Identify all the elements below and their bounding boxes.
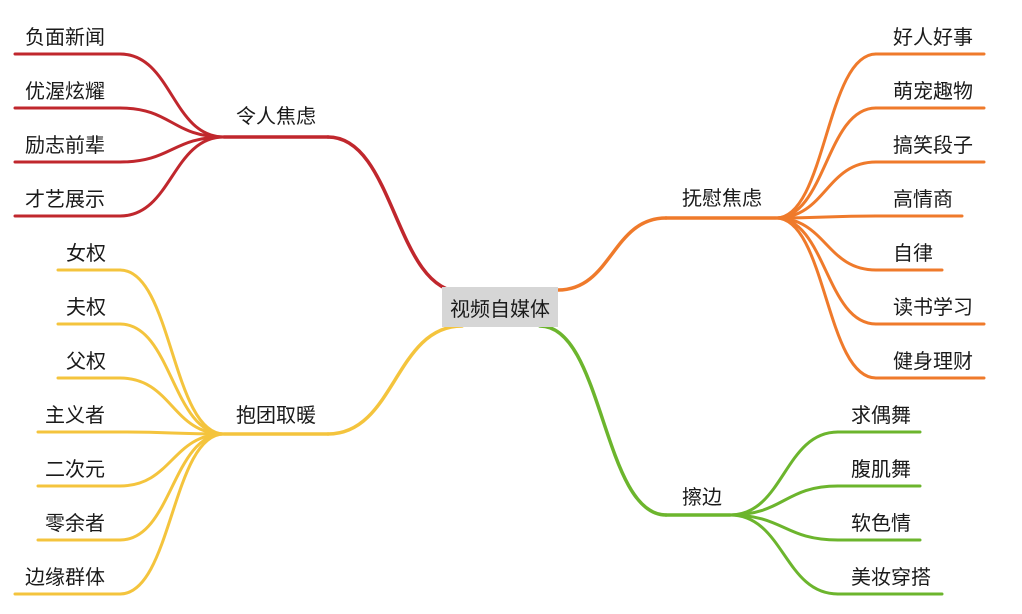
branch-edge-label[interactable]: 擦边 (682, 485, 722, 509)
link-root-group (326, 324, 464, 436)
link-root-comfort (556, 216, 668, 292)
link-group-leaf-1 (118, 268, 226, 436)
link-group-leaf-2 (118, 322, 226, 436)
link-comfort-leaf-5 (774, 216, 878, 272)
leaf-edge-3[interactable]: 软色情 (851, 511, 911, 535)
leaf-comfort-6[interactable]: 读书学习 (893, 295, 973, 319)
leaf-group-5[interactable]: 二次元 (45, 457, 105, 481)
branch-anxiety-label[interactable]: 令人焦虑 (236, 104, 316, 128)
link-comfort-leaf-7 (774, 216, 878, 380)
leaf-comfort-2[interactable]: 萌宠趣物 (893, 79, 973, 103)
root-node-label: 视频自媒体 (450, 296, 550, 321)
leaf-anxiety-2[interactable]: 优渥炫耀 (25, 79, 105, 103)
leaf-anxiety-1[interactable]: 负面新闻 (25, 25, 105, 49)
leaf-group-2[interactable]: 夫权 (66, 295, 106, 319)
link-group-leaf-6 (118, 432, 226, 542)
leaf-edge-2[interactable]: 腹肌舞 (851, 457, 911, 481)
leaf-group-4[interactable]: 主义者 (45, 403, 105, 427)
link-group-leaf-4 (118, 430, 226, 436)
leaf-comfort-5[interactable]: 自律 (893, 241, 933, 265)
link-root-edge (538, 324, 668, 517)
leaf-anxiety-3[interactable]: 励志前辈 (25, 133, 105, 157)
link-edge-leaf-4 (728, 513, 840, 596)
link-group-leaf-5 (118, 432, 226, 488)
link-comfort-leaf-1 (774, 52, 878, 220)
leaf-group-6[interactable]: 零余者 (45, 511, 105, 535)
root-node[interactable]: 视频自媒体 (442, 287, 558, 327)
leaf-comfort-3[interactable]: 搞笑段子 (893, 133, 973, 157)
leaf-anxiety-4[interactable]: 才艺展示 (25, 187, 105, 211)
branch-group-label[interactable]: 抱团取暖 (236, 403, 316, 427)
link-edge-leaf-2 (728, 484, 840, 517)
leaf-group-7[interactable]: 边缘群体 (25, 565, 105, 589)
leaf-comfort-1[interactable]: 好人好事 (893, 25, 973, 49)
leaf-group-3[interactable]: 父权 (66, 349, 106, 373)
leaf-comfort-4[interactable]: 高情商 (893, 187, 953, 211)
leaf-comfort-7[interactable]: 健身理财 (893, 349, 973, 373)
link-edge-leaf-3 (728, 513, 840, 542)
link-root-anxiety (326, 135, 464, 294)
link-anxiety-leaf-3 (118, 135, 226, 164)
link-edge-leaf-1 (728, 430, 840, 517)
link-comfort-leaf-3 (774, 160, 878, 220)
link-anxiety-leaf-4 (118, 135, 226, 218)
leaf-group-1[interactable]: 女权 (66, 241, 106, 265)
link-group-leaf-7 (118, 432, 226, 596)
link-comfort-leaf-2 (774, 106, 878, 220)
link-comfort-leaf-4 (774, 214, 878, 220)
leaf-edge-1[interactable]: 求偶舞 (851, 403, 911, 427)
link-comfort-leaf-6 (774, 216, 878, 326)
leaf-edge-4[interactable]: 美妆穿搭 (851, 565, 931, 589)
link-anxiety-leaf-1 (118, 52, 226, 139)
link-group-leaf-3 (118, 376, 226, 436)
link-anxiety-leaf-2 (118, 106, 226, 139)
branch-comfort-label[interactable]: 抚慰焦虑 (682, 186, 762, 210)
